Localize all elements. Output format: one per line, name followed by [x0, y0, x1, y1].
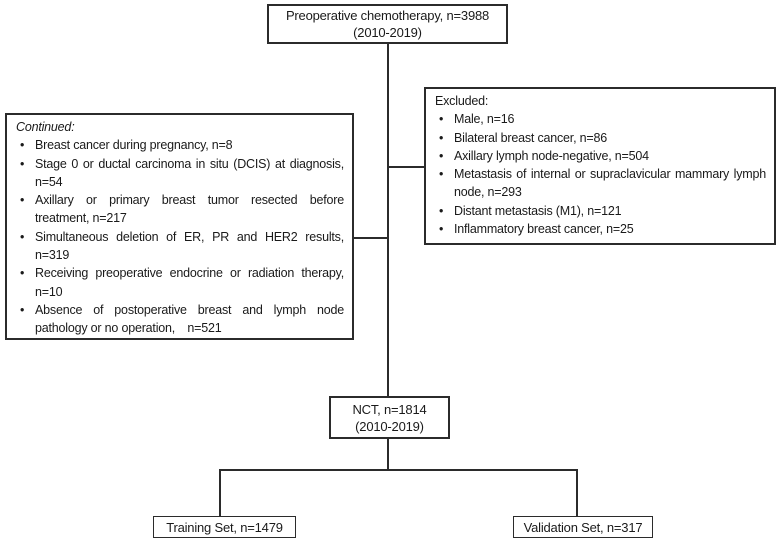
validation-set-box: Validation Set, n=317 — [513, 516, 653, 538]
excluded-item: Axillary lymph node-negative, n=504 — [434, 147, 766, 166]
nct-years: (2010-2019) — [355, 418, 424, 434]
excluded-list: Male, n=16Bilateral breast cancer, n=86A… — [434, 110, 766, 238]
continued-item: Receiving preoperative endocrine or radi… — [15, 264, 344, 301]
preoperative-chemotherapy-label: Preoperative chemotherapy, n=3988 — [285, 8, 490, 23]
continued-box: Continued: Breast cancer during pregnanc… — [5, 113, 354, 340]
branch-left-drop-line — [219, 469, 221, 516]
validation-set-label: Validation Set, n=317 — [523, 519, 643, 535]
training-set-box: Training Set, n=1479 — [153, 516, 296, 538]
excluded-item: Male, n=16 — [434, 110, 766, 129]
continued-item: Absence of postoperative breast and lymp… — [15, 301, 344, 338]
connector-from-continued-line — [354, 237, 387, 239]
excluded-box: Excluded: Male, n=16Bilateral breast can… — [424, 87, 776, 245]
nct-label: NCT, n=1814 — [352, 401, 427, 417]
excluded-item: Inflammatory breast cancer, n=25 — [434, 220, 766, 239]
continued-item: Stage 0 or ductal carcinoma in situ (DCI… — [15, 155, 344, 192]
excluded-item: Metastasis of internal or supraclavicula… — [434, 165, 766, 202]
training-set-label: Training Set, n=1479 — [166, 519, 283, 535]
connector-to-excluded-line — [389, 166, 424, 168]
continued-heading: Continued: — [16, 120, 75, 134]
preoperative-chemotherapy-years: (2010-2019) — [353, 25, 422, 40]
branch-right-drop-line — [576, 469, 578, 516]
preoperative-chemotherapy-box: Preoperative chemotherapy, n=3988 (2010-… — [267, 4, 508, 44]
nct-box: NCT, n=1814 (2010-2019) — [329, 396, 450, 439]
excluded-heading: Excluded: — [435, 94, 489, 108]
excluded-item: Distant metastasis (M1), n=121 — [434, 202, 766, 221]
connector-nct-to-branch-line — [387, 439, 389, 470]
branch-horizontal-line — [219, 469, 578, 471]
connector-top-to-nct-line — [387, 44, 389, 396]
continued-item: Simultaneous deletion of ER, PR and HER2… — [15, 228, 344, 265]
continued-list: Breast cancer during pregnancy, n=8Stage… — [15, 136, 344, 337]
continued-item: Breast cancer during pregnancy, n=8 — [15, 136, 344, 155]
continued-item: Axillary or primary breast tumor resecte… — [15, 191, 344, 228]
excluded-item: Bilateral breast cancer, n=86 — [434, 129, 766, 148]
